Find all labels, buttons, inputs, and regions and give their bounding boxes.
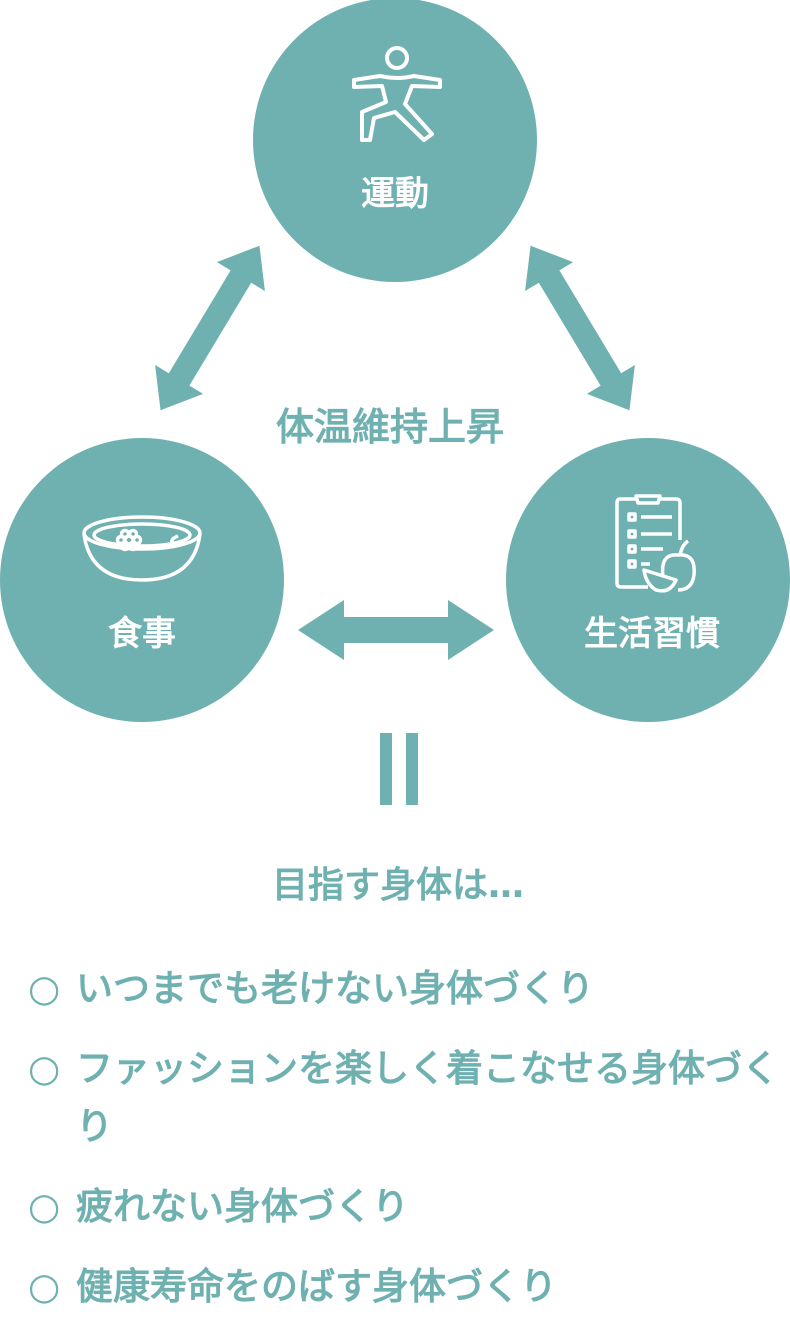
goal-text: 健康寿命をのばす身体づくり [76,1265,557,1308]
circle-mark: ○ [28,967,61,1010]
circle-mark: ○ [28,1185,61,1228]
soup-bowl-icon [82,515,202,582]
circle-mark: ○ [28,1265,61,1308]
list-item: ○ ファッションを楽しく着こなせる身体づくり [28,1040,788,1156]
diet-label: 食事 [108,614,176,654]
goal-text: いつまでも老けない身体づくり [76,967,594,1010]
diagram: 運動 食事 生活習慣 体温維持上昇 目指す身体は… [0,0,790,906]
arrow-diet-lifestyle [298,600,494,660]
arrow-exercise-lifestyle [525,245,635,411]
goal-text: ファッションを楽しく着こなせる身体づくり [76,1047,779,1148]
checklist-apple-icon [615,494,696,593]
circle-mark: ○ [28,1047,61,1090]
exercise-label: 運動 [361,174,429,214]
yoga-pose-icon [352,46,442,142]
goals-list: ○ いつまでも老けない身体づくり ○ ファッションを楽しく着こなせる身体づくり ○ 疲… [28,960,788,1338]
circle-exercise [253,0,537,282]
lifestyle-label: 生活習慣 [584,614,720,654]
list-item: ○ 健康寿命をのばす身体づくり [28,1258,788,1316]
equals-bar-left [380,733,392,805]
goal-text: 疲れない身体づくり [76,1185,409,1228]
center-label: 体温維持上昇 [276,405,504,449]
list-item: ○ いつまでも老けない身体づくり [28,960,788,1018]
arrow-exercise-diet [155,245,265,411]
list-item: ○ 疲れない身体づくり [28,1178,788,1236]
equals-bar-right [406,733,418,805]
goal-heading: 目指す身体は… [272,865,524,906]
